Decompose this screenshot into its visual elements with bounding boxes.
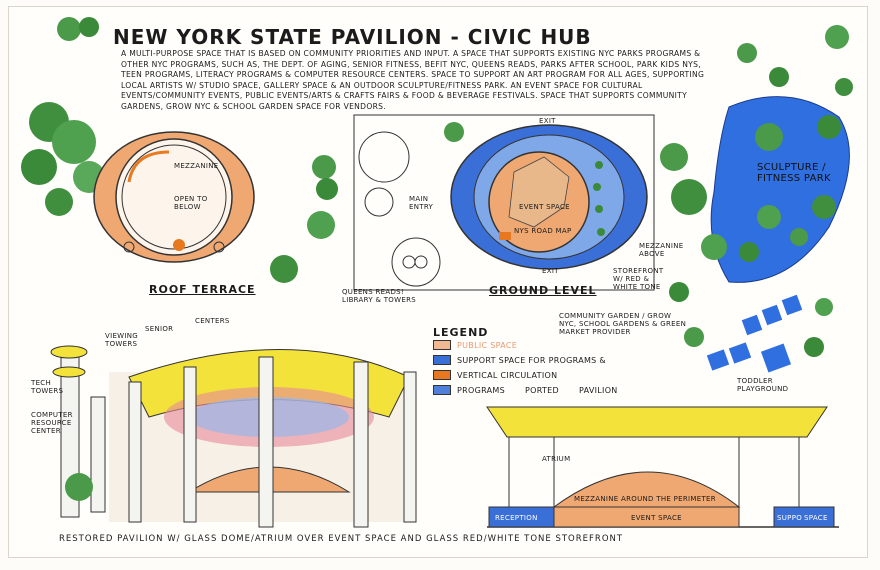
sculpture-park — [660, 25, 853, 302]
toddler-playground-label: Toddler playground — [737, 377, 789, 393]
exit-top-label: Exit — [539, 117, 556, 125]
legend-label: Public space — [457, 340, 518, 350]
queens-reads-label: Queens Reads! Library & Towers — [342, 288, 416, 304]
main-entry-label: Main entry — [409, 195, 434, 211]
page-title: New York State Pavilion - Civic Hub — [113, 25, 592, 49]
community-garden-label: Community Garden / Grow NYC, School Gard… — [559, 312, 687, 336]
mezzanine-above-label: Mezzanine above — [639, 242, 684, 258]
legend-swatch — [433, 385, 451, 395]
nys-road-map-label: NYS road map — [514, 227, 572, 235]
senior-label: Senior — [145, 325, 174, 333]
community-garden — [684, 294, 833, 373]
section-event-space-label: Event space — [631, 514, 682, 522]
centers-label: Centers — [195, 317, 230, 325]
viewing-towers-label: Viewing towers — [105, 332, 139, 348]
sculpture-park-label: Sculpture / Fitness Park — [757, 162, 831, 184]
atrium-label: Atrium — [542, 455, 571, 463]
tech-towers-label: Tech towers — [31, 379, 64, 395]
legend-item-programs: Programs Ported Pavilion — [433, 385, 618, 395]
reception-label: Reception — [495, 514, 538, 522]
mezzanine-around-label: Mezzanine around the perimeter — [574, 495, 716, 503]
pavilion-section — [486, 406, 839, 528]
project-description: A multi-purpose space that is based on c… — [121, 49, 705, 111]
legend-swatch — [433, 355, 451, 365]
tree-cluster-top-left — [21, 17, 105, 216]
drawing-sheet: New York State Pavilion - Civic Hub A mu… — [8, 6, 868, 558]
legend-label: Support space for programs & — [457, 355, 606, 365]
ground-level-title: Ground Level — [489, 284, 597, 297]
legend-extra-2: Pavilion — [578, 385, 618, 395]
legend-label: Programs — [457, 385, 505, 395]
ground-level-plan — [353, 114, 655, 291]
roof-terrace-title: Roof Terrace — [149, 283, 256, 296]
pavilion-perspective — [50, 345, 417, 528]
exit-bottom-label: Exit — [542, 267, 559, 275]
legend-item-circulation: Vertical circulation — [433, 370, 557, 380]
tree-cluster-roof — [270, 155, 338, 283]
legend-title: Legend — [433, 326, 489, 339]
support-label: Suppo — [777, 514, 803, 522]
space-label: Space — [804, 514, 828, 522]
legend-item-public: Public space — [433, 340, 517, 350]
legend-item-support: Support space for programs & — [433, 355, 606, 365]
legend-swatch — [433, 370, 451, 380]
legend-label: Vertical circulation — [457, 370, 558, 380]
roof-terrace-plan — [93, 131, 255, 263]
storefront-label: Storefront w/ red & white tone — [613, 267, 664, 291]
open-to-below-label: Open to below — [174, 195, 208, 211]
computer-resource-label: Computer resource center — [31, 411, 73, 435]
legend-swatch — [433, 340, 451, 350]
event-space-label: Event space — [519, 203, 570, 211]
legend-extra: Ported — [524, 385, 559, 395]
site-drawing — [21, 17, 853, 528]
caption: Restored Pavilion w/ glass dome/atrium o… — [59, 534, 624, 544]
mezzanine-label: Mezzanine — [174, 162, 219, 170]
